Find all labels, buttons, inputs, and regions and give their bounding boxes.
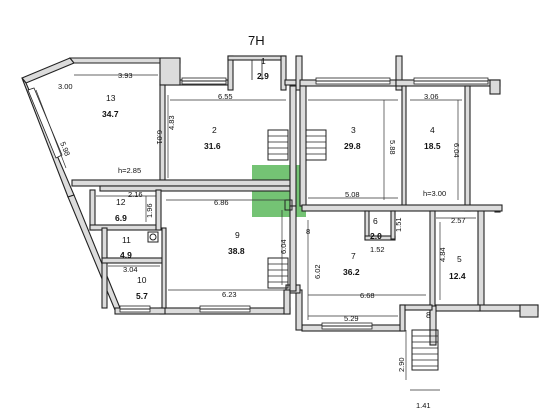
dimension-label: 5.08	[345, 190, 360, 199]
room-area: 31.6	[204, 141, 221, 151]
room-number: 5	[457, 254, 462, 264]
room-number: 8	[426, 310, 431, 320]
sink-icon	[147, 231, 159, 243]
dimension-label: 5.88	[388, 140, 397, 155]
dimension-lines	[35, 74, 476, 391]
dimension-label: 6.04	[279, 239, 288, 254]
room-number: 6	[373, 216, 378, 226]
dimension-label: 6.86	[214, 198, 229, 207]
dimension-label: 6.02	[313, 264, 322, 279]
room-area: 2.0	[370, 231, 382, 241]
room-area: 6.9	[115, 213, 127, 223]
dimension-label: 3.06	[424, 92, 439, 101]
dimension-label: 5.29	[344, 314, 359, 323]
room-number: 10	[137, 275, 147, 285]
room-number: 3	[351, 125, 356, 135]
dimension-label: 8	[306, 227, 310, 236]
dimension-label: 4.84	[438, 247, 447, 262]
room-area: 36.2	[343, 267, 360, 277]
dimension-label: 2.16	[128, 190, 143, 199]
stairs	[251, 60, 439, 371]
room-number: 12	[116, 197, 126, 207]
dimension-label: h=3.00	[423, 189, 446, 198]
dimension-label: 3.04	[123, 265, 138, 274]
dimension-label: h=2.85	[118, 166, 141, 175]
dimension-label: 1.96	[145, 203, 154, 218]
room-number: 9	[235, 230, 240, 240]
room-area: 2.9	[257, 71, 269, 81]
dimension-label: 4.83	[167, 115, 176, 130]
fixtures	[147, 199, 293, 243]
dimension-label: 6.68	[360, 291, 375, 300]
windows	[27, 77, 489, 330]
room-area: 34.7	[102, 109, 119, 119]
dimension-label: 3.00	[58, 82, 73, 91]
dimension-label: 6.01	[155, 130, 164, 145]
room-area: 4.9	[120, 250, 132, 260]
dimension-label: 6.04	[452, 143, 461, 158]
dimension-label: 6.55	[218, 92, 233, 101]
room-number: 2	[212, 125, 217, 135]
dimension-label: 1.52	[370, 245, 385, 254]
room-number: 13	[106, 93, 116, 103]
room-number: 11	[122, 235, 131, 245]
interior-walls	[71, 84, 503, 332]
room-area: 18.5	[424, 141, 441, 151]
dimension-label: 1.51	[394, 217, 403, 232]
plan-title: 7Н	[248, 33, 265, 48]
dimension-labels: 3.93 3.00 5.98 6.55 6.01 4.83 h=2.85 3.0…	[58, 71, 466, 410]
room-area: 38.8	[228, 246, 245, 256]
room-area: 5.7	[136, 291, 148, 301]
dimension-label: 2.90	[397, 357, 406, 372]
dimension-label: 3.93	[118, 71, 133, 80]
room-number: 1	[261, 56, 266, 66]
dimension-label: 6.23	[222, 290, 237, 299]
dimension-label: 2.57	[451, 216, 466, 225]
room-area: 29.8	[344, 141, 361, 151]
room-number: 7	[351, 251, 356, 261]
room-labels: 1 2.9 2 31.6 3 29.8 4 18.5 5 12.4 6 2.0 …	[102, 56, 466, 320]
room-area: 12.4	[449, 271, 466, 281]
room-number: 4	[430, 125, 435, 135]
dimension-label: 1.41	[416, 401, 431, 410]
